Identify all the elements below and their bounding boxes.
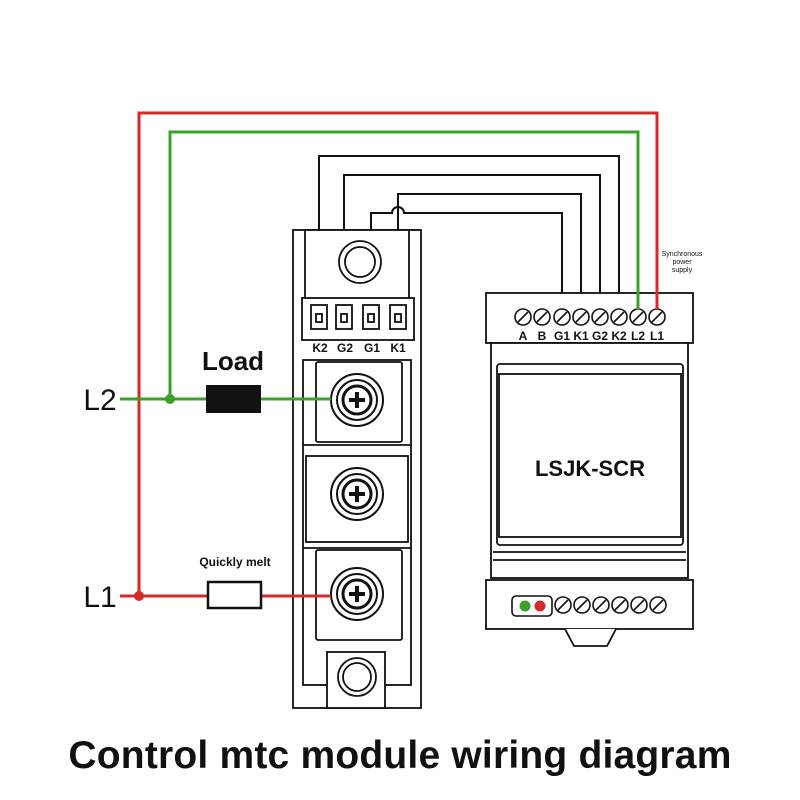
load-label: Load [202, 346, 264, 376]
controller-label-l2: L2 [631, 329, 645, 343]
controller-label-k1: K1 [573, 329, 589, 343]
bottom-screw-6-icon [649, 596, 667, 614]
controller-label-g2: G2 [592, 329, 608, 343]
controller-label-k2: K2 [611, 329, 627, 343]
l2-junction-dot [165, 394, 175, 404]
module-screws [330, 373, 384, 621]
green-led-icon [519, 600, 531, 612]
diagram-caption: Control mtc module wiring diagram [68, 734, 732, 777]
module-label-k1: K1 [390, 341, 406, 355]
load-component [206, 385, 261, 413]
bottom-screw-2-icon [573, 596, 591, 614]
controller-bottom-terminals [511, 595, 667, 617]
terminal-l1-screw-icon [648, 308, 666, 326]
bottom-screw-3-icon [592, 596, 610, 614]
terminal-b-screw-icon [533, 308, 551, 326]
bottom-screw-5-icon [630, 596, 648, 614]
green-l2-wire [120, 130, 640, 401]
wire-k1 [397, 193, 582, 305]
led-panel [511, 595, 553, 617]
red-led-icon [534, 600, 546, 612]
sync-note-line-2: power [672, 259, 692, 266]
module-label-g1: G1 [364, 341, 380, 355]
screw-top-icon [330, 373, 384, 427]
controller-model-label: LSJK-SCR [535, 456, 645, 481]
controller-label-g1: G1 [554, 329, 570, 343]
screw-bottom-icon [330, 567, 384, 621]
module-terminal-labels: K2 G2 G1 K1 [312, 341, 406, 355]
l2-label: L2 [83, 384, 116, 417]
controller-module [485, 292, 694, 647]
terminal-g2-screw-icon [591, 308, 609, 326]
terminal-g1-screw-icon [553, 308, 571, 326]
controller-top-terminals [514, 308, 666, 326]
controller-label-b: B [538, 329, 547, 343]
l1-label: L1 [83, 581, 116, 614]
sync-note-line-1: Synchronous [662, 251, 703, 258]
controller-label-a: A [519, 329, 528, 343]
fuse-component [206, 580, 263, 610]
screw-middle-icon [330, 467, 384, 521]
fuse-label: Quickly melt [199, 555, 270, 569]
module-label-k2: K2 [312, 341, 328, 355]
terminal-k2-screw-icon [610, 308, 628, 326]
controller-terminal-labels: A B G1 K1 G2 K2 L2 L1 [519, 329, 665, 343]
sync-note-line-3: supply [672, 267, 693, 274]
sync-power-note: Synchronous power supply [662, 251, 703, 274]
terminal-a-screw-icon [514, 308, 532, 326]
terminal-k1-screw-icon [572, 308, 590, 326]
controller-label-l1: L1 [650, 329, 664, 343]
l1-junction-dot [134, 591, 144, 601]
module-label-g2: G2 [337, 341, 353, 355]
bottom-screw-4-icon [611, 596, 629, 614]
bottom-screw-1-icon [554, 596, 572, 614]
terminal-l2-screw-icon [629, 308, 647, 326]
